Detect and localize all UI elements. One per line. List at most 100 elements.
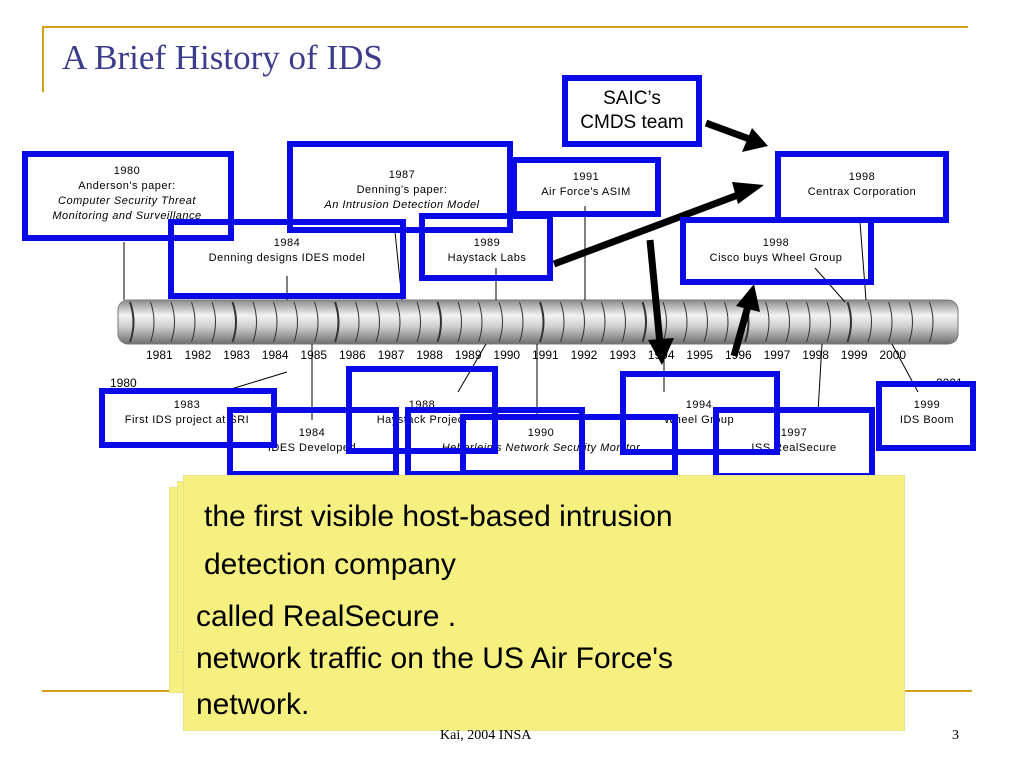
axis-year-1996: 1996 [725, 348, 752, 362]
note-box-front [184, 476, 904, 730]
timeline-cylinder [117, 299, 959, 345]
timeline-rib [908, 301, 913, 343]
axis-year-1985: 1985 [300, 348, 328, 362]
highlight-1980 [22, 151, 234, 241]
timeline-rib [416, 301, 421, 343]
timeline-rib [478, 301, 483, 343]
arrow-haystack-to-centrax [552, 182, 764, 268]
timeline-rib [170, 301, 175, 343]
axis-year-1983: 1983 [223, 348, 250, 362]
event-1999-ids-boom: 1999 IDS Boom [899, 399, 955, 426]
timeline-rib [683, 301, 688, 343]
axis-start-label: 1980 [110, 376, 137, 390]
timeline-rib [231, 301, 237, 343]
timeline-rib [601, 301, 606, 343]
highlight-1990-ext [460, 414, 678, 476]
timeline-rib [498, 301, 503, 343]
timeline-rib [150, 301, 155, 343]
timeline-rib [806, 301, 811, 343]
slide-footer: Kai, 2004 INSA [440, 728, 532, 743]
slide-title: A Brief History of IDS [62, 38, 383, 77]
timeline-rib [888, 301, 893, 343]
timeline-rib [785, 301, 790, 343]
timeline-rib [560, 301, 565, 343]
highlight-1997 [713, 407, 875, 479]
page-number: 3 [952, 728, 959, 743]
note-back-line1: network traffic on the US Air Force's [196, 642, 674, 675]
timeline-rib [355, 301, 360, 343]
highlight-1983 [99, 388, 277, 448]
axis-year-1989: 1989 [454, 348, 482, 362]
highlight-1984-bottom [227, 407, 399, 477]
timeline-rib [314, 301, 319, 343]
event-1987-denning-paper: 1987 Denning's paper: An Intrusion Detec… [324, 169, 480, 211]
highlight-1994 [620, 371, 780, 455]
timeline-ribs [129, 301, 934, 343]
highlight-1984 [168, 219, 406, 299]
timeline-rib [396, 301, 401, 343]
axis-year-1992: 1992 [570, 348, 598, 362]
timeline-rib [539, 301, 545, 343]
axis-year-1999: 1999 [840, 348, 868, 362]
timeline-rib [662, 301, 667, 343]
arrow-wheelgroup-to-cisco [730, 284, 760, 357]
timeline-rib [641, 301, 647, 343]
note-middle-line: called RealSecure . [196, 600, 457, 633]
axis-year-1998: 1998 [802, 348, 829, 362]
axis-year-1986: 1986 [339, 348, 366, 362]
timeline-rib [191, 301, 196, 343]
timeline-rib [293, 301, 298, 343]
timeline-rib [334, 301, 340, 343]
highlight-1991 [511, 157, 661, 217]
axis-year-1987: 1987 [377, 348, 405, 362]
timeline-rib [929, 301, 934, 343]
event-1980-anderson: 1980 Anderson's paper: Computer Security… [52, 165, 202, 222]
axis-year-1995: 1995 [686, 348, 714, 362]
highlight-1998-cisco [680, 217, 874, 285]
timeline-rib [519, 301, 524, 343]
timeline-rib [765, 301, 770, 343]
axis-year-1997: 1997 [763, 348, 791, 362]
event-1991-asim: 1991 Air Force's ASIM [541, 171, 631, 198]
event-1983-sri: 1983 First IDS project at SRI [124, 399, 250, 426]
note-front-line1: the first visible host-based intrusion [204, 500, 673, 533]
axis-year-1984: 1984 [261, 348, 289, 362]
timeline-rib [457, 301, 462, 343]
event-1998-cisco-wheelgroup: 1998 Cisco buys Wheel Group [709, 237, 843, 264]
note-back-line2: network. [196, 688, 310, 721]
timeline-rib [580, 301, 585, 343]
timeline-rib [724, 301, 729, 343]
timeline-rib [621, 301, 626, 343]
saic-callout: SAIC’s CMDS team [562, 75, 702, 147]
note-front-line2: detection company [204, 548, 456, 581]
arrow-asim-to-wheelgroup [646, 239, 674, 365]
leader-lines [123, 206, 919, 420]
timeline-rib [252, 301, 257, 343]
highlight-1998-centrax [775, 151, 949, 223]
timeline-rib [211, 301, 216, 343]
timeline-rib [867, 301, 872, 343]
axis-year-1993: 1993 [609, 348, 636, 362]
axis-year-1988: 1988 [416, 348, 443, 362]
axis-year-1990: 1990 [493, 348, 521, 362]
event-1984-ides-developed: 1984 IDES Developed [267, 427, 357, 454]
axis-year-1981: 1981 [146, 348, 173, 362]
event-1984-ides-model: 1984 Denning designs IDES model [208, 237, 366, 264]
timeline-rib [436, 301, 442, 343]
timeline-rib [129, 301, 135, 343]
timeline-rib [846, 301, 852, 343]
event-1989-haystack-labs: 1989 Haystack Labs [447, 237, 527, 264]
timeline-rib [273, 301, 278, 343]
title-rule [42, 26, 968, 28]
highlight-1989 [419, 213, 553, 281]
axis-year-1991: 1991 [532, 348, 559, 362]
axis-year-1982: 1982 [184, 348, 212, 362]
timeline-rib [826, 301, 831, 343]
timeline-rib [375, 301, 380, 343]
highlight-1999 [876, 381, 976, 451]
arrow-saic-to-centrax [704, 119, 768, 152]
timeline-rib [703, 301, 708, 343]
event-1998-centrax: 1998 Centrax Corporation [807, 171, 917, 198]
axis-year-2000: 2000 [879, 348, 907, 362]
